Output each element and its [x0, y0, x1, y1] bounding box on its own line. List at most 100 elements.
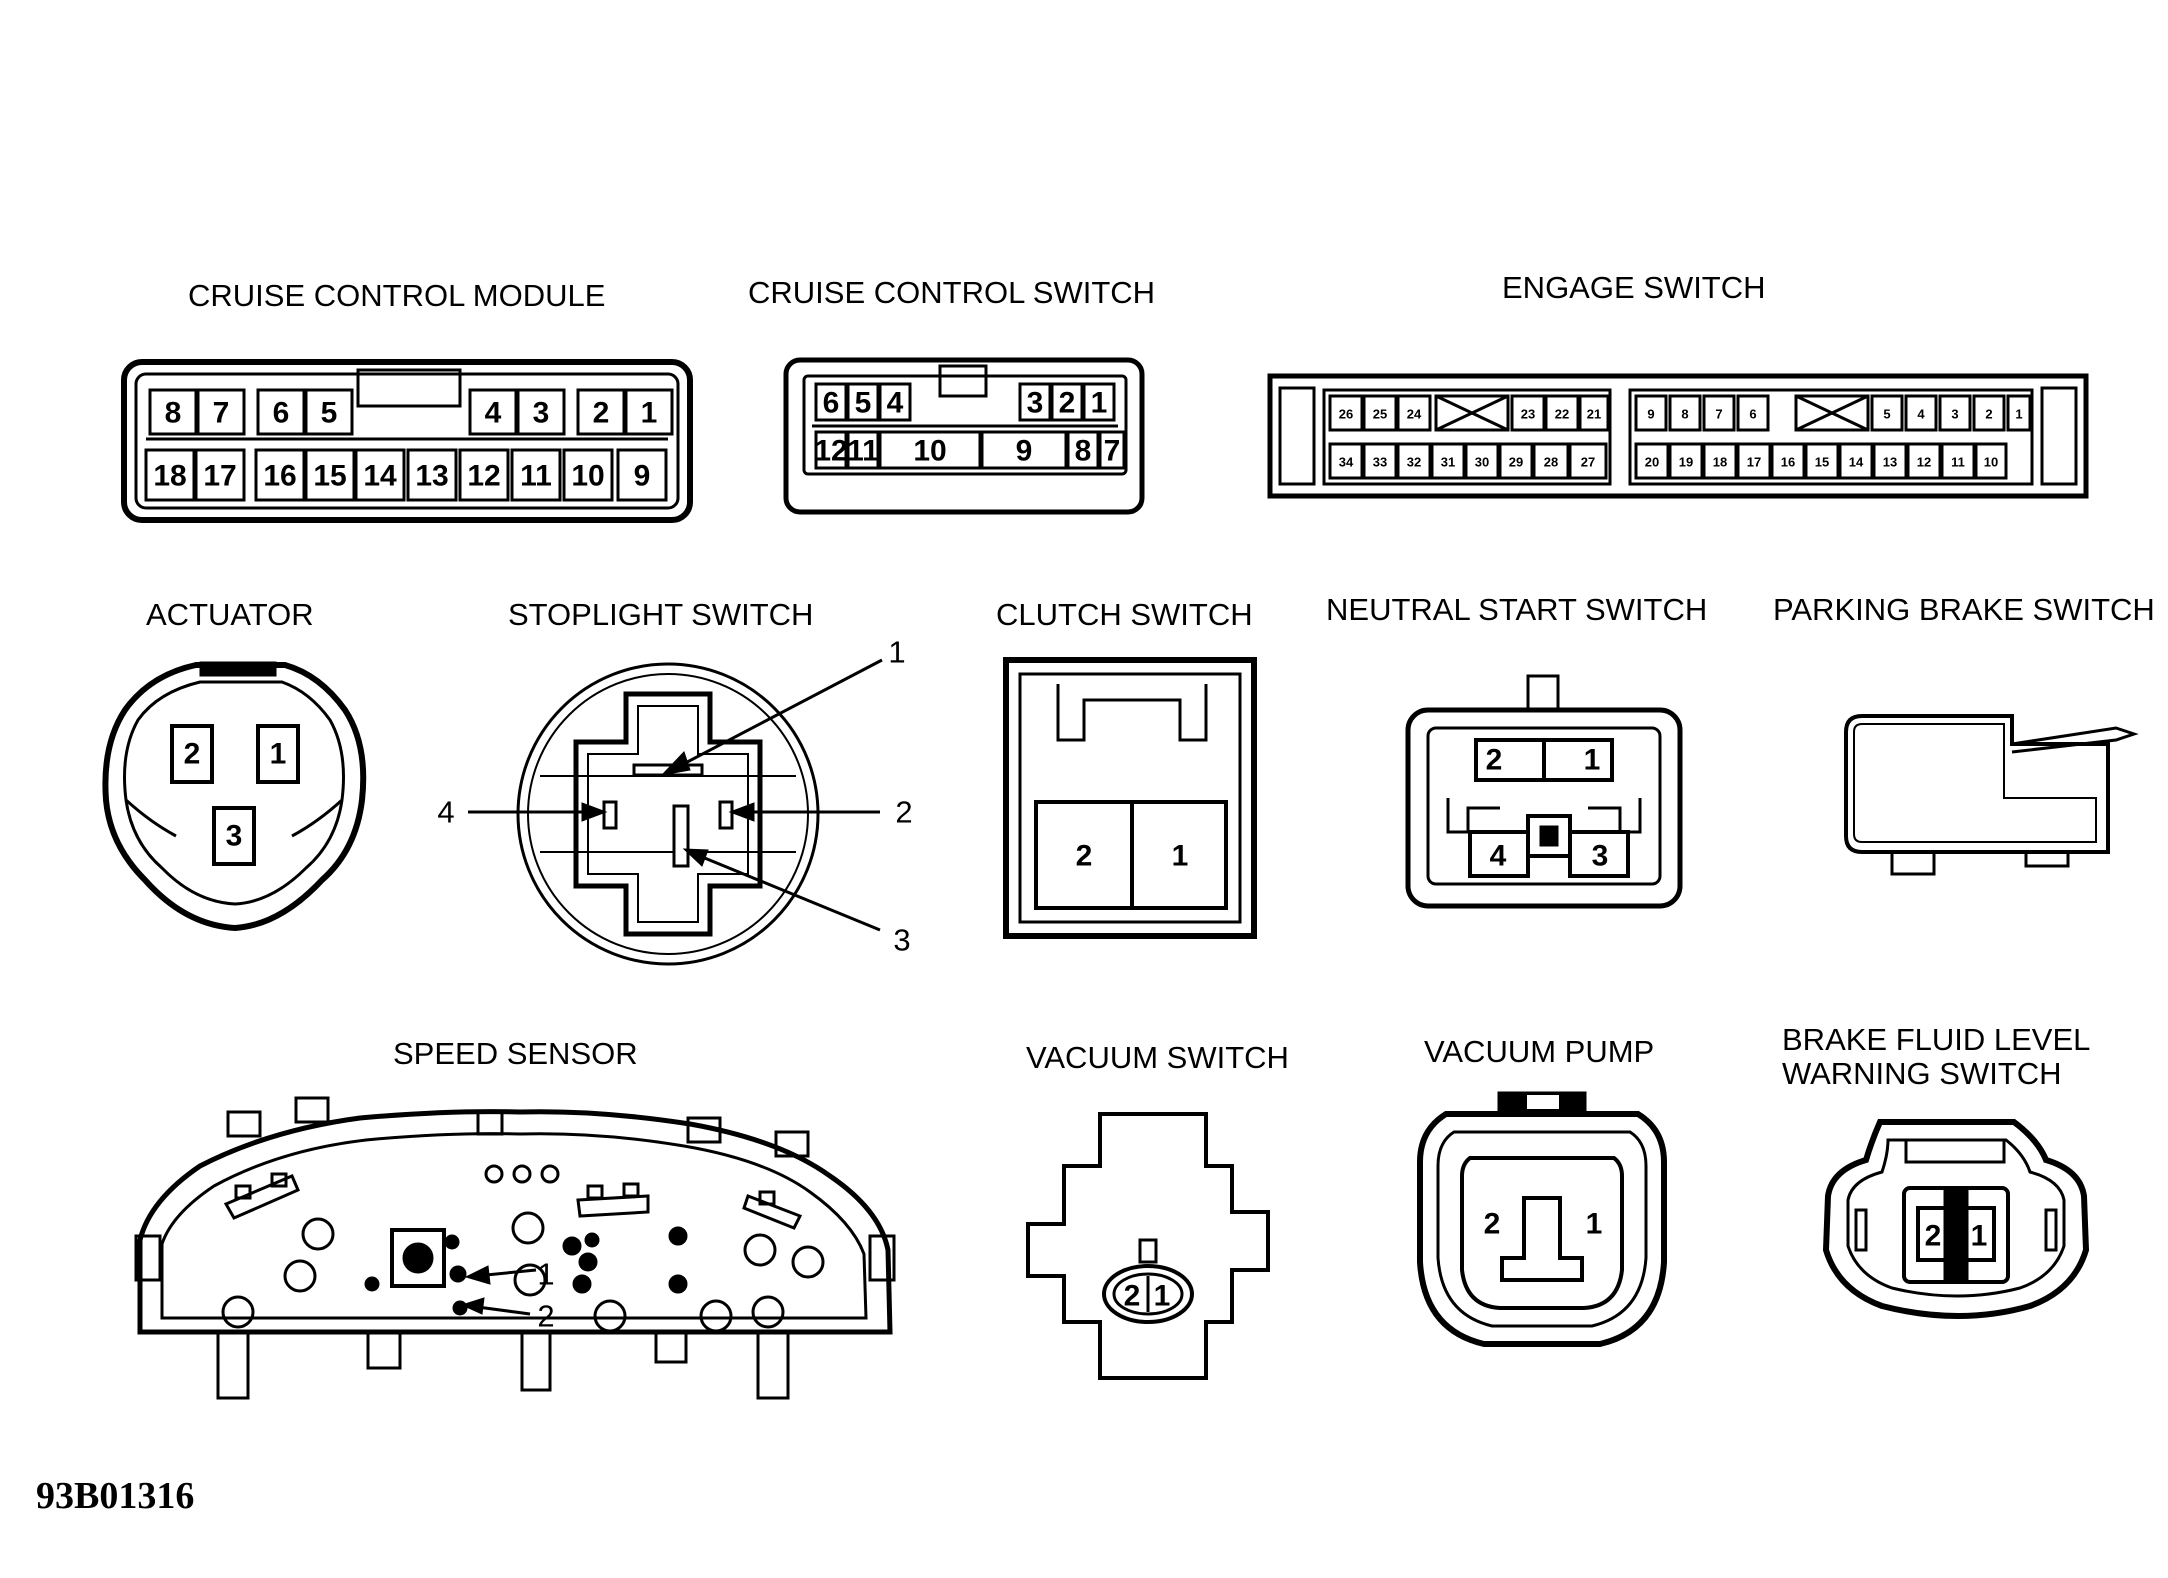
- es-cavity: [1634, 394, 1668, 432]
- ccm-cavity: [144, 448, 196, 502]
- es-pin-25: 25: [1373, 407, 1387, 422]
- ccm-cavity: [194, 448, 246, 502]
- speed-sensor-callout-1: 1: [537, 1257, 554, 1292]
- ccm-pin-14: 14: [363, 460, 397, 493]
- es-pin-1: 1: [2015, 407, 2022, 422]
- ccm-pin-3: 3: [533, 397, 550, 430]
- es-pin-26: 26: [1339, 407, 1353, 422]
- ccs-pin-5: 5: [855, 387, 872, 420]
- ccs-pin-7: 7: [1104, 435, 1121, 468]
- es-cavity: [1906, 442, 1942, 480]
- ccm-pin-17: 17: [203, 460, 236, 493]
- actuator-title: ACTUATOR: [146, 597, 314, 632]
- ccm-cavity: [516, 388, 566, 436]
- ccs-pin-8: 8: [1075, 435, 1092, 468]
- es-cavity: [1770, 442, 1806, 480]
- es-cavity: [1396, 394, 1432, 432]
- vacuum-pump-title: VACUUM PUMP: [1424, 1034, 1654, 1069]
- ccs-pin-2: 2: [1059, 387, 1076, 420]
- ccs-cavity: [980, 430, 1068, 470]
- es-pin-12: 12: [1917, 455, 1931, 470]
- ccm-cavity: [406, 448, 458, 502]
- es-pin-27: 27: [1581, 455, 1595, 470]
- clutch-pin-1: 1: [1172, 840, 1189, 873]
- es-pin-23: 23: [1521, 407, 1535, 422]
- es-cavity: [1498, 442, 1534, 480]
- es-pin-28: 28: [1544, 455, 1558, 470]
- ccm-cavity: [562, 448, 614, 502]
- es-cavity: [1328, 442, 1364, 480]
- speed-sensor-callout-2: 2: [537, 1299, 554, 1334]
- neutral-pin-3: 3: [1592, 840, 1609, 873]
- es-pin-14: 14: [1849, 455, 1864, 470]
- es-pin-15: 15: [1815, 455, 1829, 470]
- ccs-cavity: [814, 430, 848, 470]
- ccs-cavity: [846, 382, 880, 422]
- ccm-cavity: [196, 388, 246, 436]
- vacuum-switch: VACUUM SWITCH 2 1: [1026, 1040, 1289, 1380]
- es-pin-5: 5: [1883, 407, 1890, 422]
- es-pin-2: 2: [1985, 407, 1992, 422]
- es-pin-31: 31: [1441, 455, 1455, 470]
- clutch-switch: CLUTCH SWITCH 2 1: [996, 597, 1257, 939]
- es-pin-33: 33: [1373, 455, 1387, 470]
- stoplight-callout-2: 2: [895, 795, 912, 830]
- ccs-pin-4: 4: [887, 387, 904, 420]
- ccm-pin-1: 1: [641, 397, 658, 430]
- es-pin-6: 6: [1749, 407, 1756, 422]
- es-cavity: [1872, 442, 1908, 480]
- ccm-cavity: [304, 388, 354, 436]
- es-cavity: [1940, 442, 1976, 480]
- neutral-pin-2: 2: [1486, 744, 1503, 777]
- es-cavity: [1634, 442, 1670, 480]
- neutral-pin-1: 1: [1584, 744, 1601, 777]
- cruise-control-module-title: CRUISE CONTROL MODULE: [188, 278, 605, 313]
- actuator-pin-2: 2: [184, 738, 201, 771]
- ccm-pin-15: 15: [313, 460, 346, 493]
- stoplight-switch: STOPLIGHT SWITCH 1 2 3 4: [437, 597, 913, 966]
- es-cavity: [1668, 394, 1702, 432]
- es-cavity: [1328, 394, 1364, 432]
- ccm-cavity: [304, 448, 356, 502]
- es-cavity: [1702, 394, 1736, 432]
- es-cavity: [1668, 442, 1704, 480]
- es-cavity: [1702, 442, 1738, 480]
- es-pin-32: 32: [1407, 455, 1421, 470]
- speed-sensor: SPEED SENSOR: [134, 1036, 896, 1400]
- ccs-cavity: [878, 382, 912, 422]
- es-pin-34: 34: [1339, 455, 1354, 470]
- ccm-cavity: [624, 388, 674, 436]
- ccs-pin-9: 9: [1016, 435, 1033, 468]
- clutch-pin-2: 2: [1076, 840, 1093, 873]
- stoplight-callout-4: 4: [437, 795, 454, 830]
- es-cavity: [1544, 394, 1580, 432]
- ccm-pin-13: 13: [415, 460, 448, 493]
- es-pin-20: 20: [1645, 455, 1659, 470]
- es-pin-13: 13: [1883, 455, 1897, 470]
- brake-fluid-pin-2: 2: [1925, 1220, 1942, 1253]
- es-cavity: [1568, 442, 1608, 480]
- es-pin-19: 19: [1679, 455, 1693, 470]
- es-pin-3: 3: [1951, 407, 1958, 422]
- speed-sensor-title: SPEED SENSOR: [393, 1036, 638, 1071]
- es-pin-17: 17: [1747, 455, 1761, 470]
- cruise-control-switch-title: CRUISE CONTROL SWITCH: [748, 275, 1155, 310]
- es-pin-4: 4: [1917, 407, 1925, 422]
- es-cavity: [1578, 394, 1610, 432]
- stoplight-callout-3: 3: [893, 923, 910, 958]
- stoplight-switch-title: STOPLIGHT SWITCH: [508, 597, 813, 632]
- ccm-cavity: [256, 388, 306, 436]
- ccs-cavity: [878, 430, 982, 470]
- ccm-cavity: [148, 388, 198, 436]
- ccs-pin-3: 3: [1027, 387, 1044, 420]
- ccs-pin-11: 11: [847, 435, 879, 468]
- ccs-cavity: [1082, 382, 1116, 422]
- actuator: ACTUATOR 2 1 3: [102, 597, 367, 932]
- brake-fluid-level-warning-switch: BRAKE FLUID LEVEL WARNING SWITCH 2 1: [1782, 1022, 2090, 1319]
